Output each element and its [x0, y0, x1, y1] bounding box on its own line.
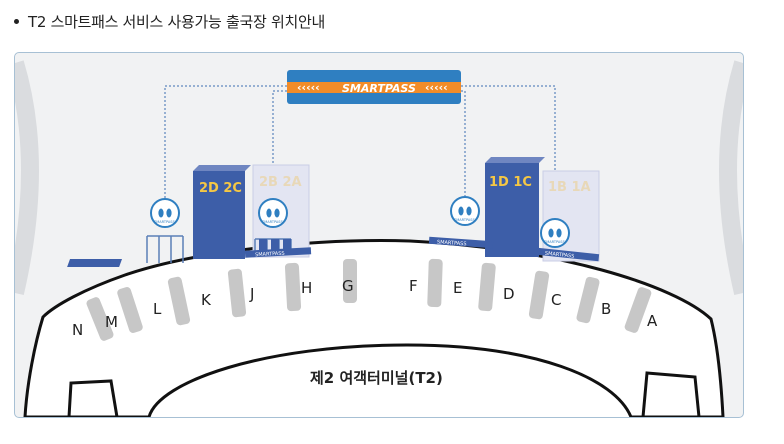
- banner-stripe: [287, 82, 461, 93]
- smartpass-badge: SMARTPASS: [258, 198, 288, 228]
- background-curve-right: [719, 60, 743, 296]
- gate-label: M: [105, 313, 118, 331]
- gate-label: C: [551, 291, 561, 309]
- terminal-label: 제2 여객터미널(T2): [310, 369, 443, 387]
- gate-block: [624, 287, 652, 333]
- bullet-icon: [14, 18, 19, 24]
- connector-line: [164, 85, 287, 201]
- gate-block: [284, 262, 302, 312]
- tower-front: [193, 171, 245, 259]
- gate-label: K: [201, 291, 212, 309]
- gate-label: A: [647, 312, 658, 330]
- svg-text:SMARTPASS: SMARTPASS: [544, 240, 565, 244]
- banner-right-chevrons: ‹‹‹‹‹: [425, 81, 448, 94]
- smartpass-gate-floor: [67, 259, 123, 267]
- terminal-map-panel: ‹‹‹‹‹ SMARTPASS ‹‹‹‹‹ 2B 2A 2D 2C: [14, 52, 744, 418]
- smartpass-floor-label: [428, 236, 494, 249]
- tower-front-label: 1D 1C: [489, 175, 532, 190]
- tower-front: [485, 163, 539, 257]
- gate-label: E: [453, 279, 462, 297]
- departure-hall-2: 2B 2A 2D 2C SMARTPASS: [67, 164, 312, 267]
- tower-back-label: 1B 1A: [548, 180, 591, 195]
- gate-label: F: [409, 277, 418, 295]
- smartpass-badges: SMARTPASS SMARTPASS SMARTPASS SMARTPASS: [150, 196, 570, 248]
- gate-label: L: [153, 300, 162, 318]
- footprint-icon: [548, 228, 554, 238]
- smartpass-lanes-left: [146, 235, 184, 263]
- smartpass-badge: SMARTPASS: [450, 196, 480, 226]
- gate-label: G: [342, 277, 354, 295]
- connector-line: [461, 90, 466, 197]
- page-heading: T2 스마트패스 서비스 사용가능 출국장 위치안내: [14, 6, 325, 36]
- smartpass-floor-label: [536, 247, 600, 262]
- gate-block: [528, 270, 550, 320]
- footprint-icon: [466, 206, 472, 216]
- gate-labels: N M L K J H G F E D C B A: [72, 277, 658, 339]
- floor-label-text: SMARTPASS: [545, 251, 575, 260]
- smartpass-badge: SMARTPASS: [150, 198, 180, 228]
- svg-text:SMARTPASS: SMARTPASS: [454, 218, 475, 222]
- floor-label-text: SMARTPASS: [255, 251, 285, 259]
- svg-text:SMARTPASS: SMARTPASS: [154, 220, 175, 224]
- banner-left-chevrons: ‹‹‹‹‹: [297, 81, 320, 94]
- tower-back-label: 2B 2A: [259, 175, 302, 190]
- footprint-icon: [556, 228, 562, 238]
- footprint-icon: [266, 208, 272, 218]
- gate-block: [478, 262, 496, 312]
- terminal-map: ‹‹‹‹‹ SMARTPASS ‹‹‹‹‹ 2B 2A 2D 2C: [15, 60, 743, 417]
- side-structure-right: [641, 371, 701, 417]
- side-structure-left: [67, 379, 119, 417]
- smartpass-banner: ‹‹‹‹‹ SMARTPASS ‹‹‹‹‹: [287, 70, 461, 104]
- gate-block: [227, 268, 247, 318]
- gate-label: B: [601, 300, 611, 318]
- smartpass-badge: SMARTPASS: [540, 218, 570, 248]
- gate-block: [167, 276, 191, 326]
- gate-block: [427, 258, 443, 308]
- banner-logo-text: SMARTPASS: [342, 82, 416, 95]
- footprint-icon: [274, 208, 280, 218]
- gate-blocks: [86, 258, 652, 341]
- gate-block: [117, 287, 143, 333]
- smartpass-floor-label: [244, 247, 312, 258]
- gate-label: J: [249, 285, 254, 303]
- footprint-icon: [158, 208, 164, 218]
- gate-label: N: [72, 321, 83, 339]
- connector-line: [272, 90, 287, 201]
- background-curve-left: [15, 60, 39, 296]
- heading-text: T2 스마트패스 서비스 사용가능 출국장 위치안내: [28, 12, 325, 31]
- footprint-icon: [458, 206, 464, 216]
- gate-block: [576, 276, 600, 324]
- footprint-icon: [166, 208, 172, 218]
- floor-label-text: SMARTPASS: [437, 239, 467, 247]
- gate-label: D: [503, 285, 515, 303]
- svg-text:SMARTPASS: SMARTPASS: [262, 220, 283, 224]
- tower-front-label: 2D 2C: [199, 181, 242, 196]
- gate-block: [86, 297, 114, 341]
- gate-label: H: [301, 279, 312, 297]
- gate-block: [343, 259, 357, 303]
- terminal-inner-arch: [147, 343, 633, 417]
